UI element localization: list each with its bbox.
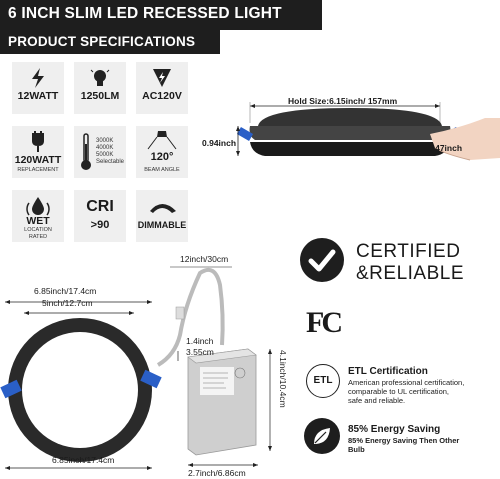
spec-small-label: RATED [28, 234, 48, 240]
etl-desc-line: safe and reliable. [348, 396, 406, 405]
page-subtitle: PRODUCT SPECIFICATIONS [8, 34, 196, 49]
height-label: 0.94inch [202, 138, 237, 148]
page-title: 6 INCH SLIM LED RECESSED LIGHT [8, 5, 282, 22]
hold-size-label: Hold Size:6.15inch/ 157mm [288, 96, 398, 106]
temp-option: 3000K [96, 138, 114, 144]
box-depth-cm-label: 3.55cm [186, 347, 214, 357]
spec-label: 12WATT [17, 90, 59, 102]
temp-option: 5000K [96, 152, 114, 158]
box-depth-label: 1.4inch [186, 336, 214, 346]
energy-title: 85% Energy Saving [348, 424, 441, 435]
certified-line2: &RELIABLE [356, 263, 464, 284]
fcc-logo-icon: FC [306, 306, 343, 339]
title-banner [0, 0, 322, 30]
spec-small-label: LOCATION [24, 227, 52, 233]
box-height-label: 4.1inch/10.4cm [278, 350, 288, 408]
spec-label: >90 [90, 219, 110, 231]
temp-option: Selectable [96, 159, 125, 165]
etl-desc-line: American professional certification, [348, 378, 465, 387]
etl-logo-icon: ETL [306, 364, 340, 398]
energy-desc-line: 85% Energy Saving Then Other [348, 436, 460, 445]
outer-diameter-label: 6.85inch/17.4cm [34, 286, 97, 296]
beam-angle-icon [147, 131, 177, 150]
thermometer-icon [81, 133, 91, 170]
spec-wet-location: WET LOCATION RATED [12, 190, 64, 242]
spec-wattage: 12WATT [12, 62, 64, 114]
thickness-label: 0.47inch [428, 143, 463, 153]
front-view-diagram [0, 266, 272, 470]
leaf-icon [304, 418, 340, 454]
etl-desc-line: comparable to UL certification, [348, 387, 450, 396]
cri-icon: CRI [86, 198, 114, 215]
spec-label: 120° [150, 151, 174, 163]
etl-title: ETL Certification [348, 366, 428, 377]
spec-cri: CRI >90 [74, 190, 126, 242]
spec-label: WET [26, 215, 50, 227]
spec-beam-angle: 120° BEAM ANGLE [136, 126, 188, 178]
spec-dimmable: DIMMABLE [136, 190, 188, 242]
cable-length-label: 12inch/30cm [180, 254, 229, 264]
spec-small-label: REPLACEMENT [17, 167, 59, 173]
power-plug-icon [32, 131, 44, 152]
inner-diameter-label: 5inch/12.7cm [42, 298, 93, 308]
bulb-icon [90, 69, 110, 86]
subtitle-banner [0, 30, 220, 54]
voltage-icon [153, 69, 171, 87]
energy-desc-line: Bulb [348, 445, 365, 454]
spec-color-temp: 3000K 4000K 5000K Selectable [74, 126, 126, 178]
temp-option: 4000K [96, 145, 114, 151]
side-view-diagram [236, 102, 500, 161]
spec-label: DIMMABLE [137, 220, 187, 230]
lightning-icon [32, 68, 44, 88]
spec-replacement: 120WATT REPLACEMENT [12, 126, 64, 178]
certified-line1: CERTIFIED [356, 241, 461, 262]
spec-voltage: AC120V [136, 62, 188, 114]
spec-label: 1250LM [80, 90, 120, 102]
spec-label: 120WATT [14, 154, 62, 166]
box-width-label: 2.7inch/6.86cm [188, 468, 246, 478]
dimmer-icon [150, 204, 176, 213]
outer-diameter-bottom-label: 6.85inch/17.4cm [52, 455, 115, 465]
water-drop-icon [26, 197, 50, 216]
checkmark-icon [300, 238, 344, 282]
spec-label: AC120V [142, 90, 182, 102]
spec-small-label: BEAM ANGLE [144, 167, 180, 173]
spec-lumens: 1250LM [74, 62, 126, 114]
